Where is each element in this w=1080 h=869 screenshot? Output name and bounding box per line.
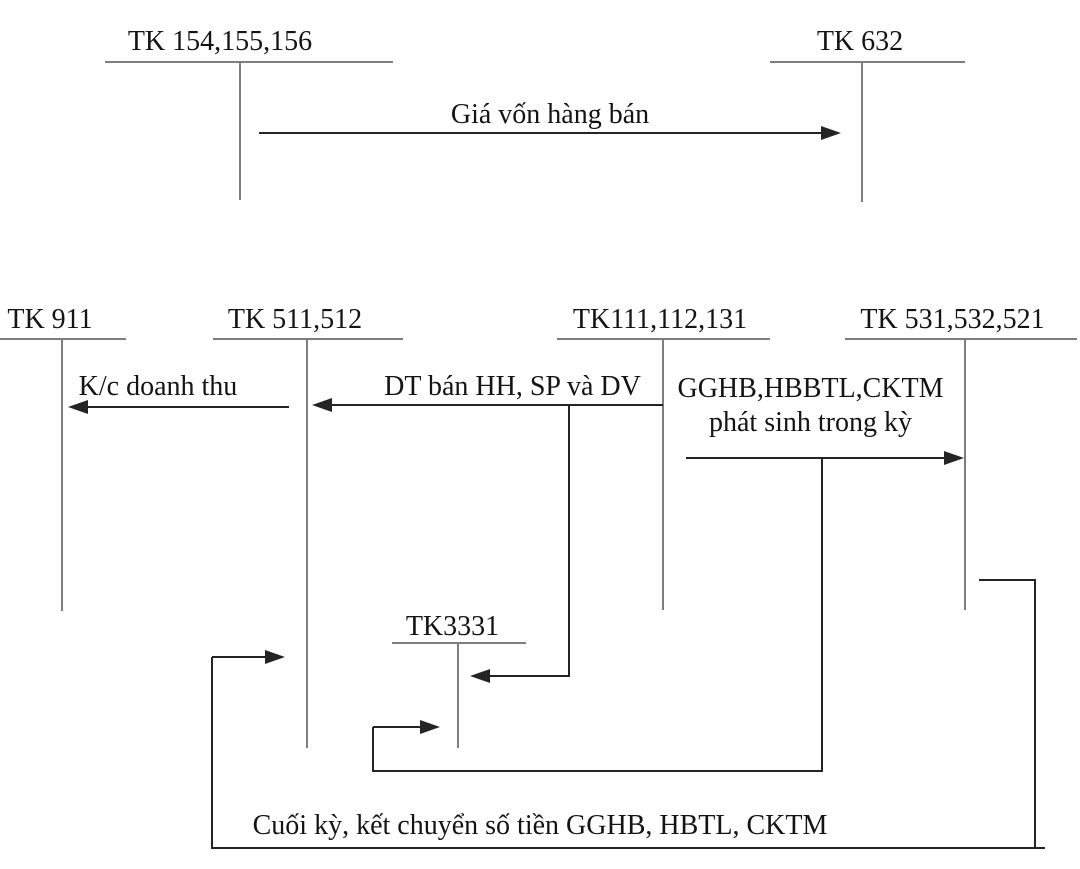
return-path-bottom-line <box>211 847 1045 849</box>
cogs-flow-label: Giá vốn hàng bán <box>450 99 650 130</box>
gghb-bottom-line <box>372 770 823 772</box>
tk154-label: TK 154,155,156 <box>127 26 313 57</box>
vat-output-arrowhead-icon <box>470 669 490 683</box>
tk111-stem-line <box>662 339 664 610</box>
gghb-label-line1: GGHB,HBBTL,CKTM <box>677 373 944 404</box>
kc-doanh-thu-label: K/c doanh thu <box>78 371 238 402</box>
return-path-right-line <box>1034 580 1036 849</box>
dt-ban-arrowhead-icon <box>312 398 332 412</box>
tk911-top-line <box>0 338 126 340</box>
cogs-arrowhead-icon <box>821 126 841 140</box>
tk511-stem-line <box>306 339 308 748</box>
tk911-stem-line <box>61 339 63 611</box>
vat-output-drop-line <box>568 405 570 677</box>
vat-output-line <box>488 675 570 677</box>
vat-in-up-line <box>372 727 374 772</box>
kc-doanh-thu-line <box>86 406 289 408</box>
dt-ban-label: DT bán HH, SP và DV <box>384 371 641 402</box>
kc-doanh-thu-arrowhead-icon <box>68 400 88 414</box>
tk632-stem-line <box>861 62 863 202</box>
tk531-stem-line <box>964 339 966 610</box>
tk111-label: TK111,112,131 <box>572 304 748 335</box>
gghb-line <box>686 457 944 459</box>
vat-in-arrowhead-icon <box>420 720 440 734</box>
tk3331-top-line <box>392 642 526 644</box>
return-path-left-line <box>211 657 213 849</box>
tk3331-stem-line <box>457 643 459 748</box>
gghb-label-line2: phát sinh trong kỳ <box>709 407 912 438</box>
tk511-top-line <box>213 338 403 340</box>
gghb-arrowhead-icon <box>944 451 964 465</box>
gghb-drop-line <box>821 458 823 772</box>
cuoi-ky-label: Cuối kỳ, kết chuyển số tiền GGHB, HBTL, … <box>252 810 828 841</box>
tk911-label: TK 911 <box>7 304 93 335</box>
return-path-top-line <box>979 579 1036 581</box>
tk632-top-line <box>770 61 965 63</box>
vat-in-line <box>373 726 420 728</box>
gghb-label: GGHB,HBBTL,CKTM phát sinh trong kỳ <box>663 372 958 440</box>
tk531-top-line <box>845 338 1077 340</box>
return-path-arrow-line <box>212 656 265 658</box>
tk154-top-line <box>105 61 393 63</box>
tk511-label: TK 511,512 <box>227 304 363 335</box>
tk531-label: TK 531,532,521 <box>860 304 1045 335</box>
tk3331-label: TK3331 <box>405 611 500 642</box>
tk632-label: TK 632 <box>816 26 904 57</box>
cogs-flow-line <box>259 132 821 134</box>
tk154-stem-line <box>239 62 241 200</box>
return-path-arrowhead-icon <box>265 650 285 664</box>
dt-ban-line <box>330 404 663 406</box>
